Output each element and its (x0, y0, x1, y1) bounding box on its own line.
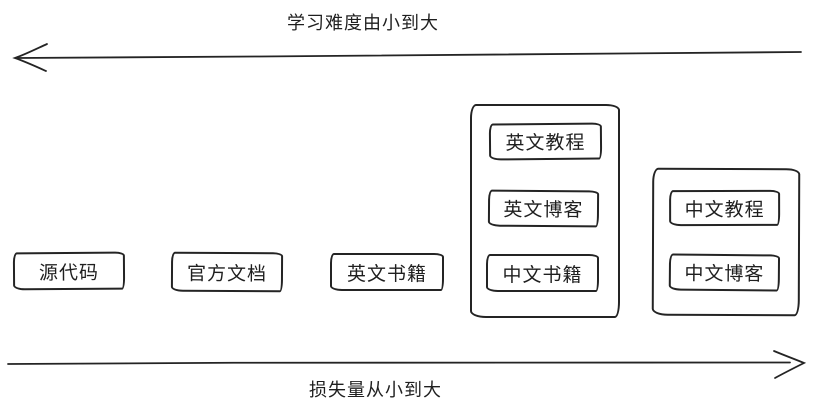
box-chinese-blogs: 中文博客 (668, 253, 781, 292)
box-chinese-books: 中文书籍 (486, 254, 599, 292)
box-english-tutorials-label: 英文教程 (505, 132, 586, 155)
box-english-tutorials: 英文教程 (488, 122, 603, 161)
box-chinese-tutorials-label: 中文教程 (684, 199, 765, 221)
box-english-books: 英文书籍 (330, 253, 444, 291)
box-chinese-books-label: 中文书籍 (502, 264, 583, 286)
box-official-docs: 官方文档 (170, 251, 284, 293)
box-source-code-label: 源代码 (38, 262, 100, 284)
group-box-right: 中文教程 中文博客 (651, 167, 801, 317)
box-chinese-tutorials: 中文教程 (669, 189, 781, 227)
box-english-blogs: 英文博客 (487, 189, 600, 228)
box-official-docs-label: 官方文档 (186, 263, 268, 285)
group-box-middle: 英文教程 英文博客 中文书籍 (470, 104, 620, 318)
right-arrow-icon (7, 350, 807, 379)
box-chinese-blogs-label: 中文博客 (684, 263, 765, 286)
left-arrow-icon (12, 43, 802, 72)
box-english-books-label: 英文书籍 (346, 263, 427, 285)
box-english-blogs-label: 英文博客 (503, 199, 584, 222)
loss-axis-label: 损失量从小到大 (309, 380, 442, 400)
box-source-code: 源代码 (12, 251, 126, 291)
difficulty-axis-label: 学习难度由小到大 (287, 13, 439, 33)
